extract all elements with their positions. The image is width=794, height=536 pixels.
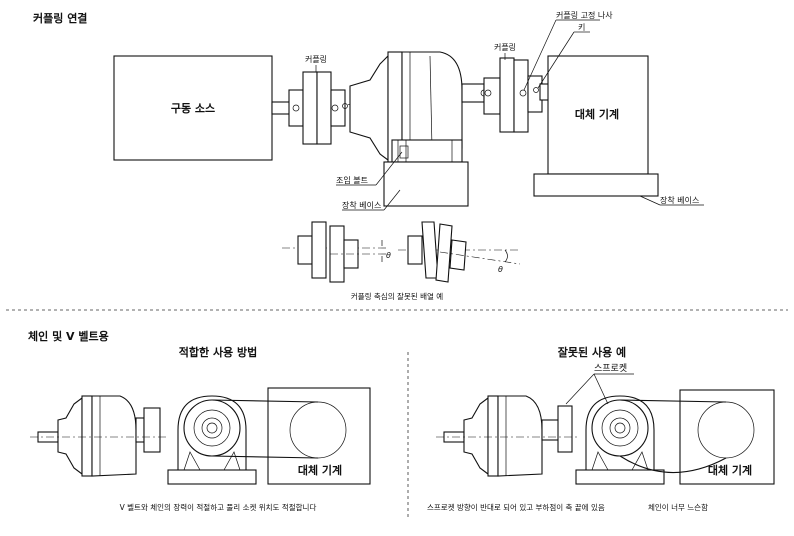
parallel-misalignment-example: θ (282, 221, 391, 283)
gear-motor (349, 51, 488, 163)
proper-gear-motor-side (30, 395, 168, 477)
driving-source-label: 구동 소스 (171, 102, 215, 115)
improper-caption-slack: 체인이 너무 느슨함 (648, 502, 708, 512)
coupling-section-title: 커플링 연결 (33, 11, 87, 25)
key-label: 키 (578, 23, 585, 32)
left-mount-base (383, 161, 469, 207)
improper-gear-motor-side (436, 395, 580, 477)
driven-machine-box: 대체 기계 (547, 55, 649, 175)
left-mount-base-label: 장착 베이스 (342, 200, 381, 210)
improper-driven-machine: 대체 기계 (679, 389, 775, 485)
fastening-bolt-label: 조임 볼트 (336, 175, 368, 185)
proper-driven-machine: 대체 기계 (267, 387, 371, 485)
proper-gear-motor-front (167, 395, 257, 485)
improper-driven-machine-label: 대체 기계 (708, 463, 752, 477)
proper-usage-title: 적합한 사용 방법 (179, 345, 258, 359)
left-coupling-label: 커플링 (305, 54, 327, 64)
left-coupling (288, 71, 348, 145)
right-coupling (483, 57, 543, 133)
coupling-fix-screw-label: 커플링 고정 나사 (556, 10, 613, 20)
misalignment-caption: 커플링 축심의 잘못된 배열 예 (351, 291, 443, 301)
sprocket-label: 스프로켓 (594, 363, 627, 374)
driven-machine-label: 대체 기계 (575, 107, 619, 121)
coupling-screw-icon (292, 104, 300, 112)
improper-chain-slack (619, 455, 727, 474)
improper-caption-direction: 스프로켓 방향이 반대로 되어 있고 부하점이 축 끝에 있음 (427, 502, 605, 512)
right-mount-base-label: 장착 베이스 (660, 195, 699, 205)
improper-gear-motor-front (575, 395, 665, 485)
right-mount-base (533, 173, 659, 197)
improper-usage-title: 잘못된 사용 예 (558, 345, 626, 359)
driving-source-box: 구동 소스 (113, 55, 273, 161)
driving-shaft (271, 101, 291, 115)
proper-caption: V 벨트와 체인의 장력이 적절하고 풀리 소켓 위치도 적절합니다 (120, 502, 317, 512)
proper-belt-top (211, 399, 319, 403)
theta-parallel-label: θ (386, 251, 391, 260)
proper-belt-bottom (211, 455, 319, 459)
chain-section-title: 체인 및 V 벨트용 (28, 329, 109, 343)
proper-driven-machine-label: 대체 기계 (298, 463, 342, 477)
theta-angular-label: θ (498, 265, 503, 274)
angular-misalignment-example: θ (398, 221, 521, 283)
improper-chain-top (619, 399, 727, 403)
right-coupling-label: 커플링 (494, 42, 516, 52)
